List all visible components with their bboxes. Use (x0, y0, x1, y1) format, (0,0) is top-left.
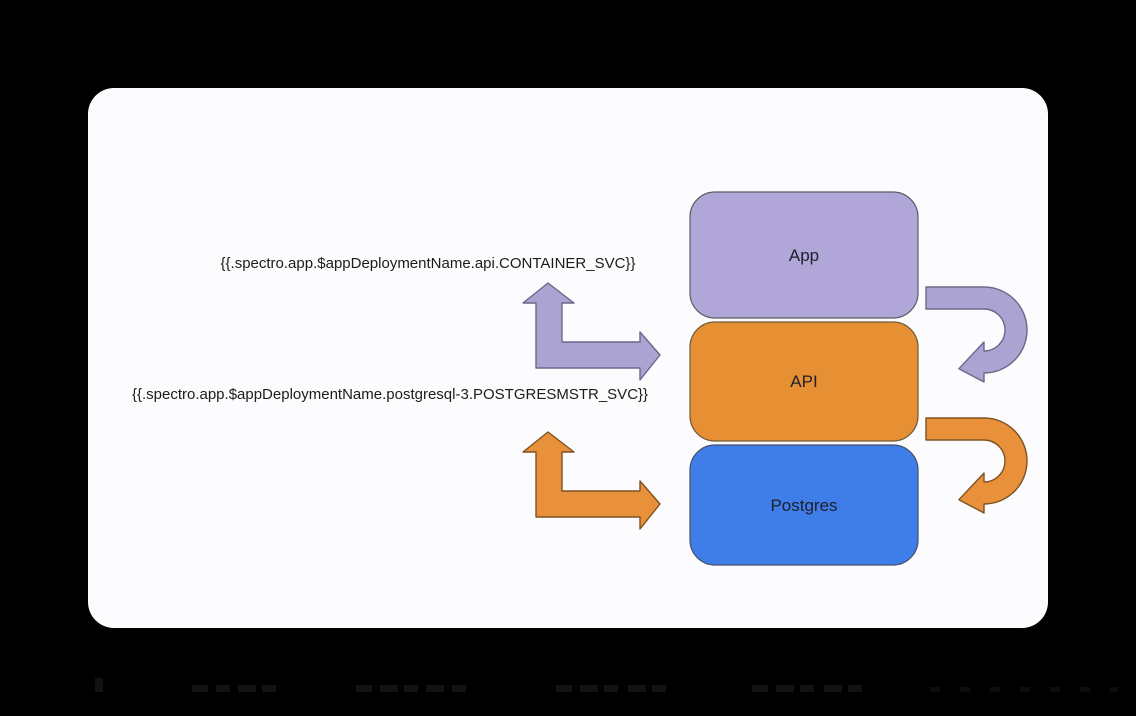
api-node-box (689, 321, 919, 442)
api-node: API (689, 321, 919, 442)
background-artifacts (95, 678, 1118, 692)
postgres-node-box (689, 444, 919, 566)
elbow-arrow-postgres-service (522, 431, 661, 530)
uturn-arrow-api-to-postgres (925, 417, 1028, 514)
service-label-api-container-svc: {{.spectro.app.$appDeploymentName.api.CO… (221, 255, 636, 272)
elbow-arrow-api-service (522, 282, 661, 381)
app-node: App (689, 191, 919, 319)
service-label-postgres-master-svc: {{.spectro.app.$appDeploymentName.postgr… (132, 386, 648, 403)
app-node-label: App (789, 246, 819, 265)
postgres-node: Postgres (689, 444, 919, 566)
postgres-node-label: Postgres (770, 496, 837, 515)
api-node-label: API (790, 372, 817, 391)
uturn-arrow-app-to-api (925, 286, 1028, 383)
app-node-box (689, 191, 919, 319)
